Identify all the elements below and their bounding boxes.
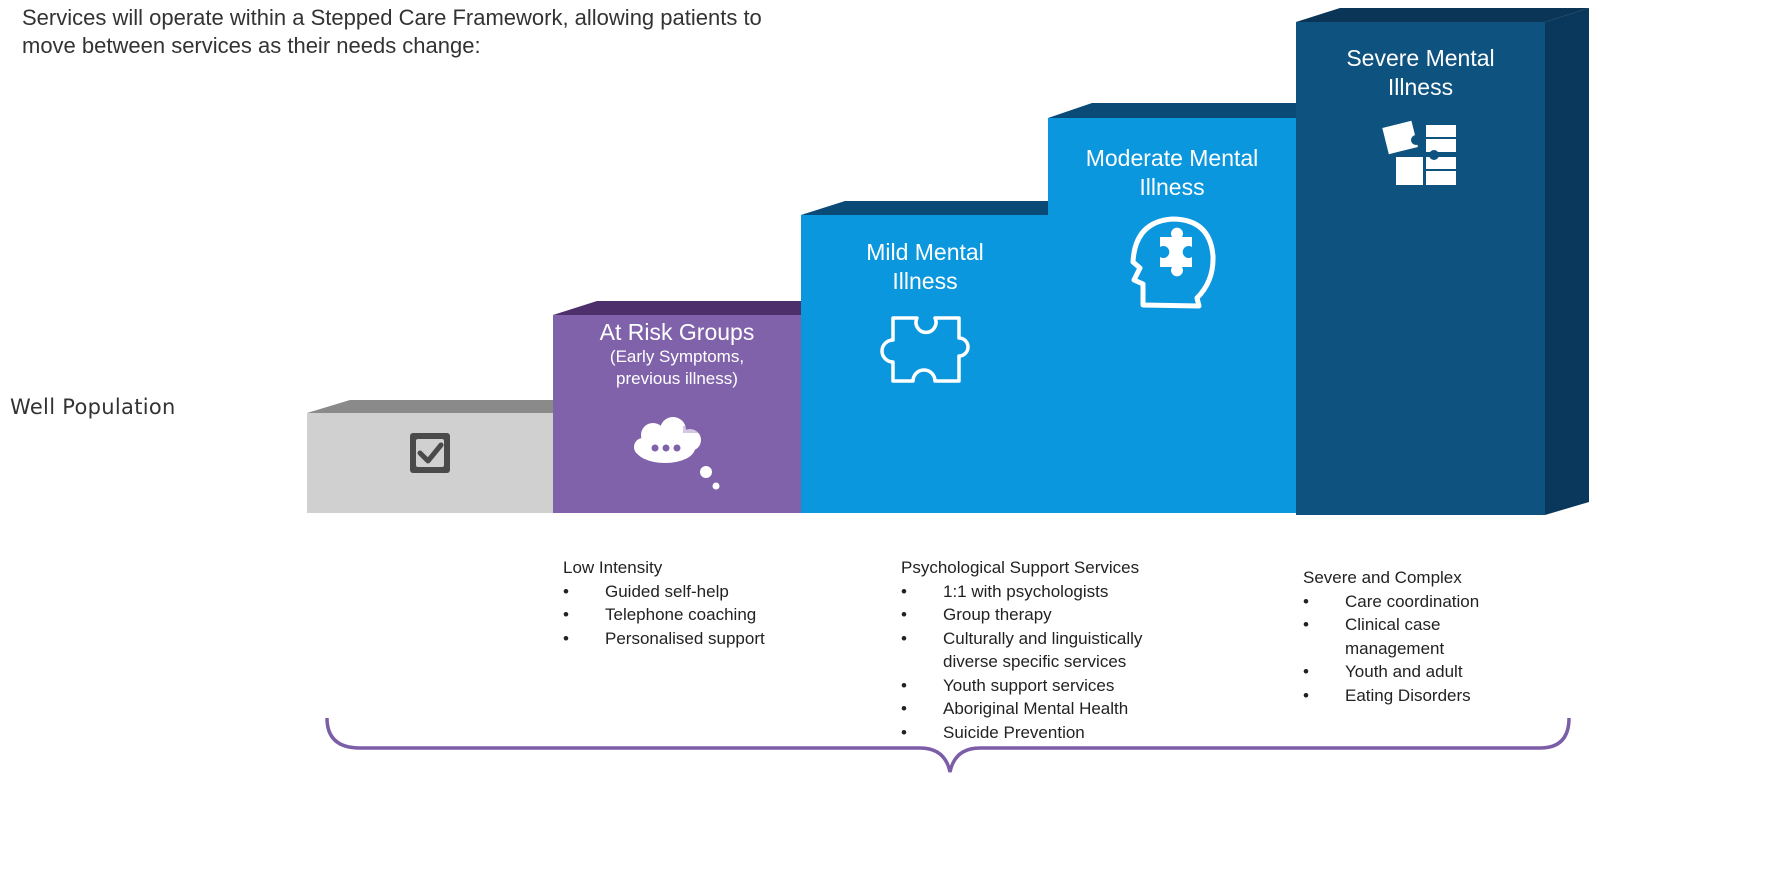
- step-at-risk: [553, 301, 801, 513]
- bottom-brace: [325, 717, 1571, 773]
- step-mild-top: [801, 201, 1048, 215]
- list-item: Telephone coaching: [563, 603, 813, 627]
- step-severe-title: Severe Mental Illness: [1346, 45, 1495, 100]
- step-mild-front: [801, 215, 1049, 513]
- intro-text: Services will operate within a Stepped C…: [22, 5, 762, 58]
- list-item: Personalised support: [563, 627, 813, 651]
- step-severe: [1296, 8, 1589, 515]
- step-at-risk-title: At Risk Groups: [599, 319, 755, 345]
- list-item: Suicide Prevention: [901, 721, 1201, 745]
- low-intensity-heading: Low Intensity: [563, 558, 663, 577]
- severe-heading: Severe and Complex: [1303, 568, 1462, 587]
- step-at-risk-subtitle: (Early Symptoms, previous illness): [609, 347, 745, 388]
- puzzle-piece-icon: [880, 316, 970, 383]
- psychological-support-services: Psychological Support Services 1:1 with …: [901, 556, 1201, 744]
- step-mild-title: Mild Mental Illness: [866, 239, 984, 294]
- step-at-risk-top: [553, 301, 801, 315]
- list-item: Guided self-help: [563, 580, 813, 604]
- low-intensity-services: Low Intensity Guided self-help Telephone…: [563, 556, 813, 650]
- head-puzzle-icon: [1130, 216, 1216, 309]
- list-item: Youth support services: [901, 674, 1201, 698]
- step-moderate: [1048, 103, 1296, 513]
- step-severe-front: [1296, 22, 1545, 515]
- psychological-heading: Psychological Support Services: [901, 558, 1140, 577]
- severe-complex-services: Severe and Complex Care coordination Cli…: [1303, 566, 1518, 707]
- step-mild: [801, 201, 1049, 513]
- thought-bubble-icon: [634, 417, 720, 490]
- step-severe-top: [1296, 8, 1589, 22]
- puzzle-pieces-icon: [1382, 120, 1456, 185]
- step-at-risk-front: [553, 315, 801, 513]
- step-moderate-title: Moderate Mental Illness: [1085, 145, 1259, 200]
- list-item: Eating Disorders: [1303, 684, 1518, 708]
- list-item: Care coordination: [1303, 590, 1518, 614]
- list-item: Youth and adult: [1303, 660, 1518, 684]
- checkbox-icon: [410, 433, 450, 473]
- list-item: Culturally and linguistically diverse sp…: [901, 627, 1193, 674]
- well-population-label: Well Population: [10, 395, 176, 419]
- list-item: Aboriginal Mental Health: [901, 697, 1201, 721]
- step-moderate-top: [1048, 103, 1296, 118]
- list-item: Clinical case management: [1303, 613, 1475, 660]
- step-severe-side: [1545, 8, 1589, 515]
- list-item: 1:1 with psychologists: [901, 580, 1201, 604]
- step-moderate-front: [1048, 118, 1296, 513]
- step-well-top: [307, 400, 553, 413]
- list-item: Group therapy: [901, 603, 1201, 627]
